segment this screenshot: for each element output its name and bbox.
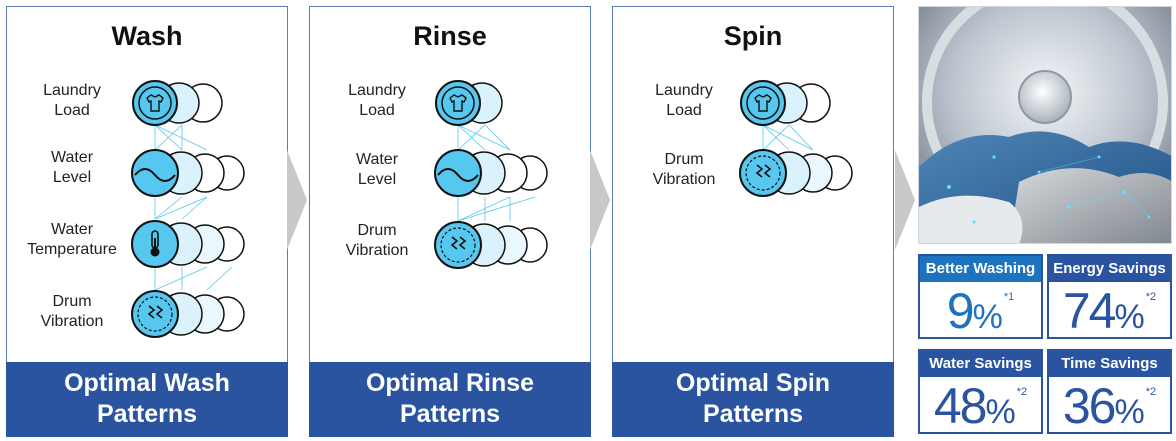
wash-footer: Optimal Wash Patterns <box>6 362 288 437</box>
spin-panel: Spin Laundry Load Drum Vibration <box>612 6 894 437</box>
spin-sensor-icons <box>739 80 853 197</box>
stat-label: Water Savings <box>920 351 1041 377</box>
laundry-icon-group <box>740 80 831 126</box>
wash-sensor-icons <box>131 80 245 338</box>
stat-time-savings: Time Savings 36%*2 <box>1047 349 1172 434</box>
laundry-icon-group <box>132 80 223 126</box>
laundry-icon-group <box>435 80 503 126</box>
wash-panel: Wash Laundry Load Water Level Water Temp… <box>6 6 288 437</box>
panel-title: Rinse <box>413 21 487 51</box>
row-label-drum-vibration: Drum Vibration <box>40 293 104 330</box>
stat-value: 9%*1 <box>946 283 1015 339</box>
stat-label: Better Washing <box>920 256 1041 282</box>
row-label-laundry-load: Laundry Load <box>43 82 101 119</box>
footnote-marker: *1 <box>1003 291 1015 303</box>
water-wave-icon-group <box>434 149 548 197</box>
row-label-water-level: Water Level <box>50 149 94 186</box>
drum-laundry-image <box>919 7 1171 243</box>
thermometer-icon-group <box>131 220 245 268</box>
row-label-drum-vibration: Drum Vibration <box>652 151 716 188</box>
rinse-footer: Optimal Rinse Patterns <box>309 362 591 437</box>
row-label-laundry-load: Laundry Load <box>655 82 713 119</box>
footnote-marker: *2 <box>1145 386 1157 398</box>
stat-label: Time Savings <box>1049 351 1170 377</box>
stat-value: 48%*2 <box>933 378 1028 434</box>
rinse-panel: Rinse Laundry Load Water Level Drum Vibr… <box>309 6 591 437</box>
stat-water-savings: Water Savings 48%*2 <box>918 349 1043 434</box>
stat-value: 36%*2 <box>1062 378 1157 434</box>
water-wave-icon-group <box>131 149 245 197</box>
row-label-water-level: Water Level <box>355 151 399 188</box>
panel-title: Spin <box>723 21 783 51</box>
row-label-water-temperature: Water Temperature <box>27 221 117 258</box>
spin-footer: Optimal Spin Patterns <box>612 362 894 437</box>
stat-better-washing: Better Washing 9%*1 <box>918 254 1043 339</box>
drum-laundry-photo <box>918 6 1172 244</box>
arrow-spin-to-results <box>895 150 915 250</box>
vibration-icon-group <box>434 221 548 269</box>
arrow-rinse-to-spin <box>590 150 610 250</box>
footnote-marker: *2 <box>1016 386 1028 398</box>
stat-energy-savings: Energy Savings 74%*2 <box>1047 254 1172 339</box>
row-label-drum-vibration: Drum Vibration <box>345 222 409 259</box>
stat-value: 74%*2 <box>1062 283 1157 339</box>
arrow-wash-to-rinse <box>287 150 307 250</box>
vibration-icon-group <box>131 290 245 338</box>
row-label-laundry-load: Laundry Load <box>348 82 406 119</box>
stat-label: Energy Savings <box>1049 256 1170 282</box>
rinse-sensor-icons <box>434 80 548 269</box>
vibration-icon-group <box>739 149 853 197</box>
panel-title: Wash <box>111 21 183 51</box>
footnote-marker: *2 <box>1145 291 1157 303</box>
